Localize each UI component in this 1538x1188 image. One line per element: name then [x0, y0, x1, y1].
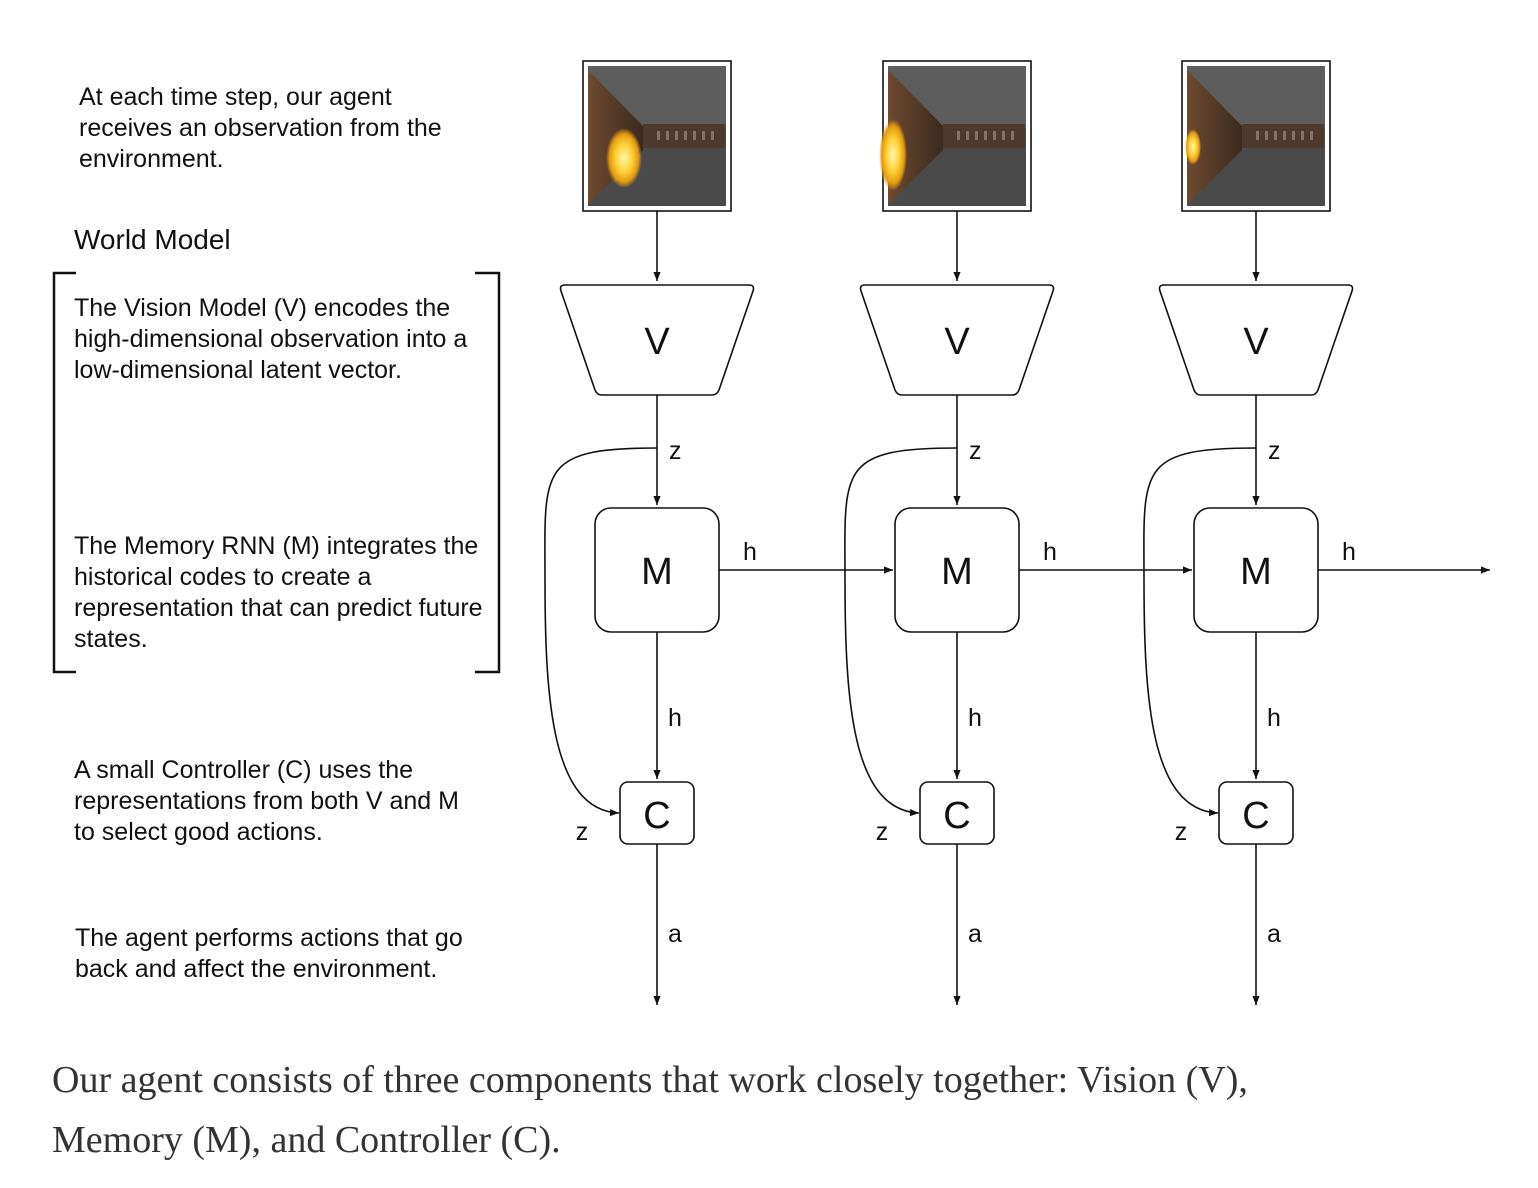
- actions-description: The agent performs actions that go back …: [75, 923, 515, 985]
- fireball-3: [1185, 129, 1201, 165]
- memory-text-end: integrates the historical codes to creat…: [74, 532, 483, 653]
- vision-label-1: V: [644, 321, 670, 363]
- observation-detail-3-4: [1292, 131, 1295, 140]
- controller-text-end: to select good actions.: [74, 818, 323, 846]
- actions-term: actions: [300, 924, 380, 952]
- observation-detail-2-4: [993, 131, 996, 140]
- vision-model-description: The Vision Model (V) encodes the high-di…: [74, 293, 499, 386]
- memory-text-start: The: [74, 532, 125, 560]
- vision-text-start: The: [74, 294, 125, 322]
- vision-text-end: encodes the high-dimensional observation…: [74, 294, 468, 384]
- a-label-3: a: [1267, 920, 1281, 948]
- memory-rnn-description: The Memory RNN (M) integrates the histor…: [74, 531, 484, 655]
- z-label-vertical-1: z: [669, 437, 682, 465]
- observation-detail-3-6: [1310, 131, 1313, 140]
- a-label-2: a: [968, 920, 982, 948]
- observation-text-start: At each time step, our agent receives an: [79, 83, 392, 142]
- observation-term: observation: [213, 114, 344, 142]
- fireball-1: [606, 128, 642, 188]
- h-label-horizontal-1: h: [743, 538, 757, 566]
- observation-detail-3-3: [1283, 131, 1286, 140]
- observation-detail-2-6: [1011, 131, 1014, 140]
- vision-model-term: Vision Model (V): [124, 294, 307, 322]
- controller-term: Controller (C): [161, 756, 312, 784]
- controller-v-term: V: [365, 787, 383, 815]
- arrow-z-to-controller-2: [844, 447, 958, 817]
- observation-detail-3-0: [1256, 131, 1259, 140]
- vision-label-3: V: [1243, 321, 1269, 363]
- world-model-bracket-left: [52, 271, 76, 674]
- observation-detail-2-5: [1002, 131, 1005, 140]
- memory-label-3: M: [1240, 551, 1272, 593]
- observation-wall-3: [1187, 70, 1242, 205]
- observation-detail-2-1: [966, 131, 969, 140]
- observation-detail-1-1: [666, 131, 669, 140]
- observation-detail-3-5: [1301, 131, 1304, 140]
- controller-description: A small Controller (C) uses the represen…: [74, 755, 464, 848]
- observation-detail-1-3: [684, 131, 687, 140]
- actions-text-start: The agent performs: [75, 924, 301, 952]
- memory-rnn-term: Memory RNN (M): [124, 532, 320, 560]
- vision-model-3: [1158, 284, 1354, 396]
- observation-text-end: from the environment.: [79, 114, 442, 173]
- h-label-vertical-2: h: [968, 704, 982, 732]
- memory-label-2: M: [941, 551, 973, 593]
- vision-label-2: V: [944, 321, 970, 363]
- h-label-horizontal-2: h: [1043, 538, 1057, 566]
- world-model-title: World Model: [74, 224, 231, 255]
- z-label-vertical-3: z: [1268, 437, 1281, 465]
- controller-label-1: C: [643, 795, 670, 837]
- controller-text-and: and: [382, 787, 439, 815]
- h-label-horizontal-3: h: [1342, 538, 1356, 566]
- controller-text-middle: uses the representations from both: [74, 756, 414, 815]
- observation-detail-1-0: [657, 131, 660, 140]
- arrow-z-to-controller-1: [544, 447, 658, 817]
- fireball-2: [879, 119, 907, 191]
- world-model-bracket-right: [475, 271, 501, 674]
- z-label-controller-3: z: [1175, 818, 1188, 846]
- figure-caption: Our agent consists of three components t…: [52, 1059, 1248, 1161]
- vision-model-2: [859, 284, 1055, 396]
- observation-detail-2-0: [957, 131, 960, 140]
- h-label-vertical-1: h: [668, 704, 682, 732]
- actions-text-end: that go back and affect the environment.: [75, 924, 463, 983]
- memory-label-1: M: [641, 551, 673, 593]
- observation-description: At each time step, our agent receives an…: [79, 82, 459, 175]
- z-label-controller-2: z: [876, 818, 889, 846]
- controller-m-term: M: [438, 787, 459, 815]
- observation-detail-1-5: [702, 131, 705, 140]
- z-label-controller-1: z: [576, 818, 589, 846]
- observation-detail-3-1: [1265, 131, 1268, 140]
- z-label-vertical-2: z: [969, 437, 982, 465]
- controller-label-3: C: [1242, 795, 1269, 837]
- h-label-vertical-3: h: [1267, 704, 1281, 732]
- arrow-z-to-controller-3: [1143, 447, 1257, 817]
- observation-detail-3-2: [1274, 131, 1277, 140]
- vision-model-1: [559, 284, 755, 396]
- observation-detail-2-3: [984, 131, 987, 140]
- observation-detail-1-2: [675, 131, 678, 140]
- controller-label-2: C: [943, 795, 970, 837]
- a-label-1: a: [668, 920, 682, 948]
- observation-detail-1-6: [711, 131, 714, 140]
- controller-text-start: A small: [74, 756, 162, 784]
- observation-detail-2-2: [975, 131, 978, 140]
- observation-detail-1-4: [693, 131, 696, 140]
